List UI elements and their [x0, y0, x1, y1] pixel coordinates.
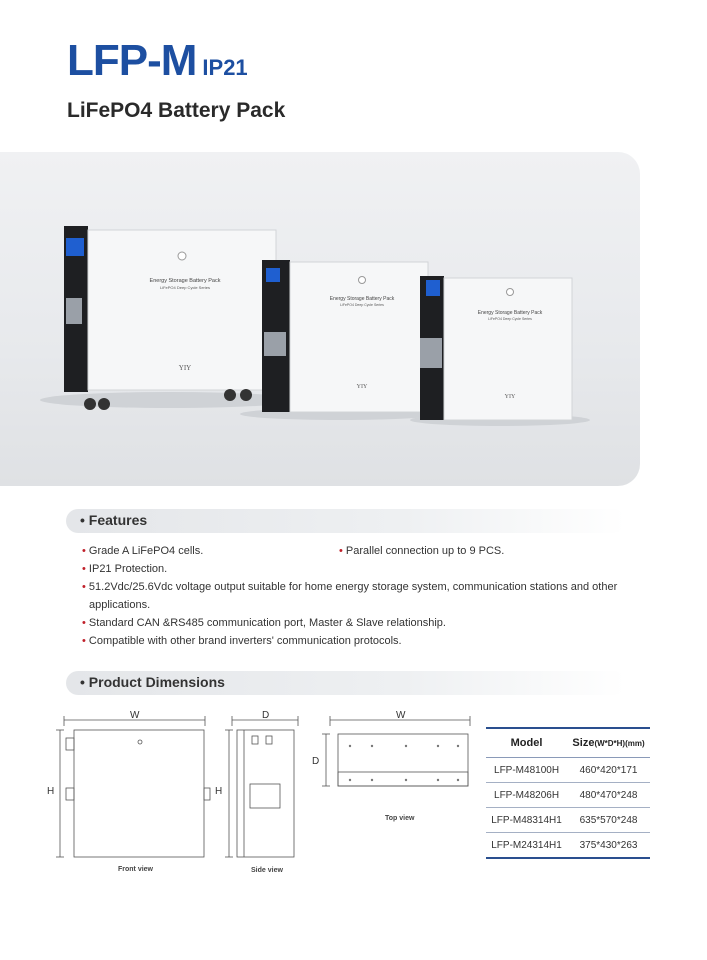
battery-large: Energy Storage Battery Pack LiFePO4 Deep…: [64, 226, 277, 410]
feature-item: • Standard CAN &RS485 communication port…: [82, 617, 446, 629]
product-label-2: Energy Storage Battery Pack: [330, 296, 395, 302]
features-bar: [66, 509, 626, 533]
title-main: LFP-M: [67, 36, 197, 85]
side-depth-label: D: [262, 710, 270, 721]
side-height-label: H: [215, 786, 223, 797]
battery-medium: Energy Storage Battery Pack LiFePO4 Deep…: [262, 260, 429, 413]
dimensions-bar: [66, 671, 626, 695]
dimensions-heading: • Product Dimensions: [80, 674, 225, 690]
feature-item: • Compatible with other brand inverters'…: [82, 635, 402, 647]
title-suffix: IP21: [202, 55, 248, 80]
brand-logo-3: YIY: [505, 394, 516, 400]
product-sublabel-1: LiFePO4 Deep Cycle Series: [160, 285, 210, 290]
product-sublabel-3: LiFePO4 Deep Cycle Series: [488, 317, 532, 321]
model-column-header: Model: [486, 727, 568, 758]
product-label-1: Energy Storage Battery Pack: [150, 278, 221, 284]
brand-logo-2: YIY: [357, 384, 368, 390]
product-label-3: Energy Storage Battery Pack: [478, 310, 543, 316]
dimension-drawings: [56, 716, 471, 858]
front-width-label: W: [130, 710, 140, 721]
brand-logo-1: YIY: [179, 364, 191, 372]
top-view-caption: Top view: [385, 815, 415, 822]
side-view-caption: Side view: [251, 867, 283, 874]
product-photo: Energy Storage Battery Pack LiFePO4 Deep…: [0, 152, 640, 486]
battery-small: Energy Storage Battery Pack LiFePO4 Deep…: [420, 276, 573, 421]
battery-illustration: Energy Storage Battery Pack LiFePO4 Deep…: [40, 226, 590, 426]
front-view-caption: Front view: [118, 866, 154, 873]
product-sublabel-2: LiFePO4 Deep Cycle Series: [340, 303, 384, 307]
top-width-label: W: [396, 710, 406, 721]
features-heading: • Features: [80, 512, 148, 528]
feature-item-continued: applications.: [89, 599, 151, 611]
feature-item: • IP21 Protection.: [82, 563, 168, 575]
feature-item: • 51.2Vdc/25.6Vdc voltage output suitabl…: [82, 581, 618, 593]
front-height-label: H: [47, 786, 55, 797]
top-depth-label: D: [312, 756, 320, 767]
size-column-header: Size(W*D*H)(mm): [567, 727, 650, 758]
feature-item: • Grade A LiFePO4 cells.: [82, 545, 204, 557]
page-subtitle: LiFePO4 Battery Pack: [67, 99, 286, 122]
feature-item: • Parallel connection up to 9 PCS.: [339, 545, 505, 557]
table-header-row: Model Size(W*D*H)(mm): [486, 727, 650, 758]
